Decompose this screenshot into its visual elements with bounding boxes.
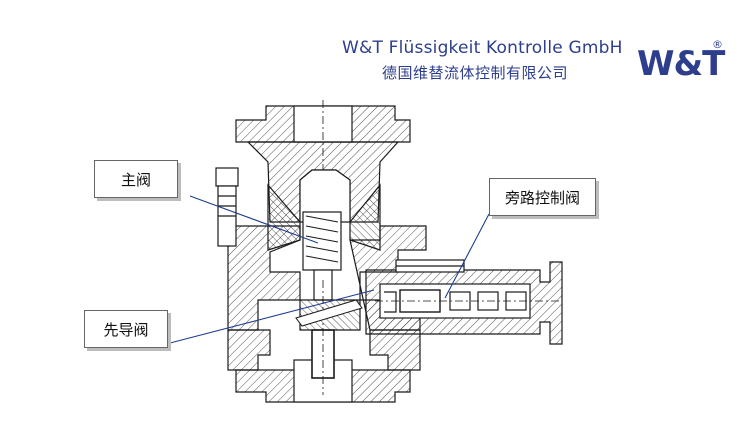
lower-body <box>227 225 301 331</box>
label-pilot-valve-text: 先导阀 <box>103 320 149 339</box>
pilot-valve-leader <box>169 289 375 344</box>
label-main-valve-text: 主阀 <box>120 170 151 189</box>
main-valve-leader <box>189 195 319 244</box>
label-bypass-valve-text: 旁路控制阀 <box>504 188 580 207</box>
company-name-en: W&T Flüssigkeit Kontrolle GmbH <box>342 38 623 58</box>
label-bypass-valve: 旁路控制阀 <box>489 178 596 216</box>
main-valve-spring <box>305 215 339 263</box>
label-pilot-valve: 先导阀 <box>84 310 168 348</box>
lower-stem <box>311 329 335 379</box>
brand-logo: W&T <box>637 44 725 84</box>
bypass-valve-leader <box>444 213 490 299</box>
registered-mark: ® <box>712 38 723 51</box>
side-bolt <box>215 167 239 187</box>
valve-body <box>215 100 563 403</box>
callout-lines <box>169 195 490 344</box>
label-main-valve: 主阀 <box>94 160 178 198</box>
company-name-cn: 德国维替流体控制有限公司 <box>382 64 569 82</box>
